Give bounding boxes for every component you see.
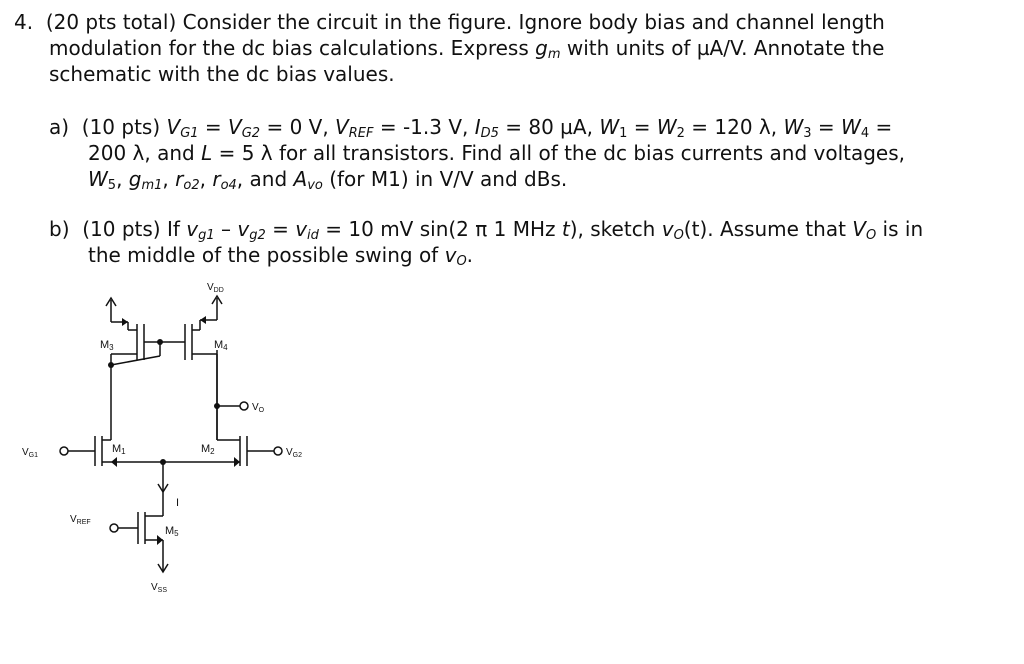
vref-terminal [109,523,119,533]
part-b-label: b) [49,217,70,241]
part-a-line-1: a) (10 pts) VG1 = VG2 = 0 V, VREF = -1.3… [49,115,893,141]
vo-label: VO [252,402,265,414]
part-a-points: (10 pts) [81,115,161,139]
gm-symbol: gm [535,36,561,62]
vg2-label: VG2 [286,447,302,459]
vss-label: VSS [151,582,167,594]
problem-intro-4: schematic with the dc bias values. [49,62,395,86]
problem-intro-line-1: 4. (20 pts total) Consider the circuit i… [14,9,885,35]
m2-label: M2 [201,443,215,456]
problem-intro-3: with units of µA/V. Annotate the [566,36,885,60]
m1-label: M1 [112,443,126,456]
problem-number: 4. [14,10,34,34]
part-a-label: a) [49,115,70,139]
part-a-line-2: 200 λ, and L = 5 λ for all transistors. … [88,141,906,165]
m5-label: M5 [165,525,179,538]
vg1-terminal [59,446,69,456]
vg2-terminal [273,446,283,456]
problem-intro-1: (20 pts total) Consider the circuit in t… [45,10,885,34]
current-label: I [176,497,179,509]
part-a-line-3: W5, gm1, ro2, ro4, and Avo (for M1) in V… [88,167,568,193]
vo-terminal [239,401,249,411]
vdd-label: VDD [207,282,224,294]
junction-dots [108,339,220,465]
problem-intro-line-2: modulation for the dc bias calculations.… [49,35,884,68]
problem-intro-line-3: schematic with the dc bias values. [49,61,395,87]
part-b-line-2: the middle of the possible swing of vO. [88,243,474,269]
vref-label: VREF [70,514,91,526]
m3-label: M3 [100,339,114,352]
m4-label: M4 [214,339,228,352]
part-b-line-1: b) (10 pts) If vg1 – vg2 = vid = 10 mV s… [49,217,924,243]
vg1-label: VG1 [22,447,38,459]
problem-intro-2: modulation for the dc bias calculations.… [49,36,529,60]
